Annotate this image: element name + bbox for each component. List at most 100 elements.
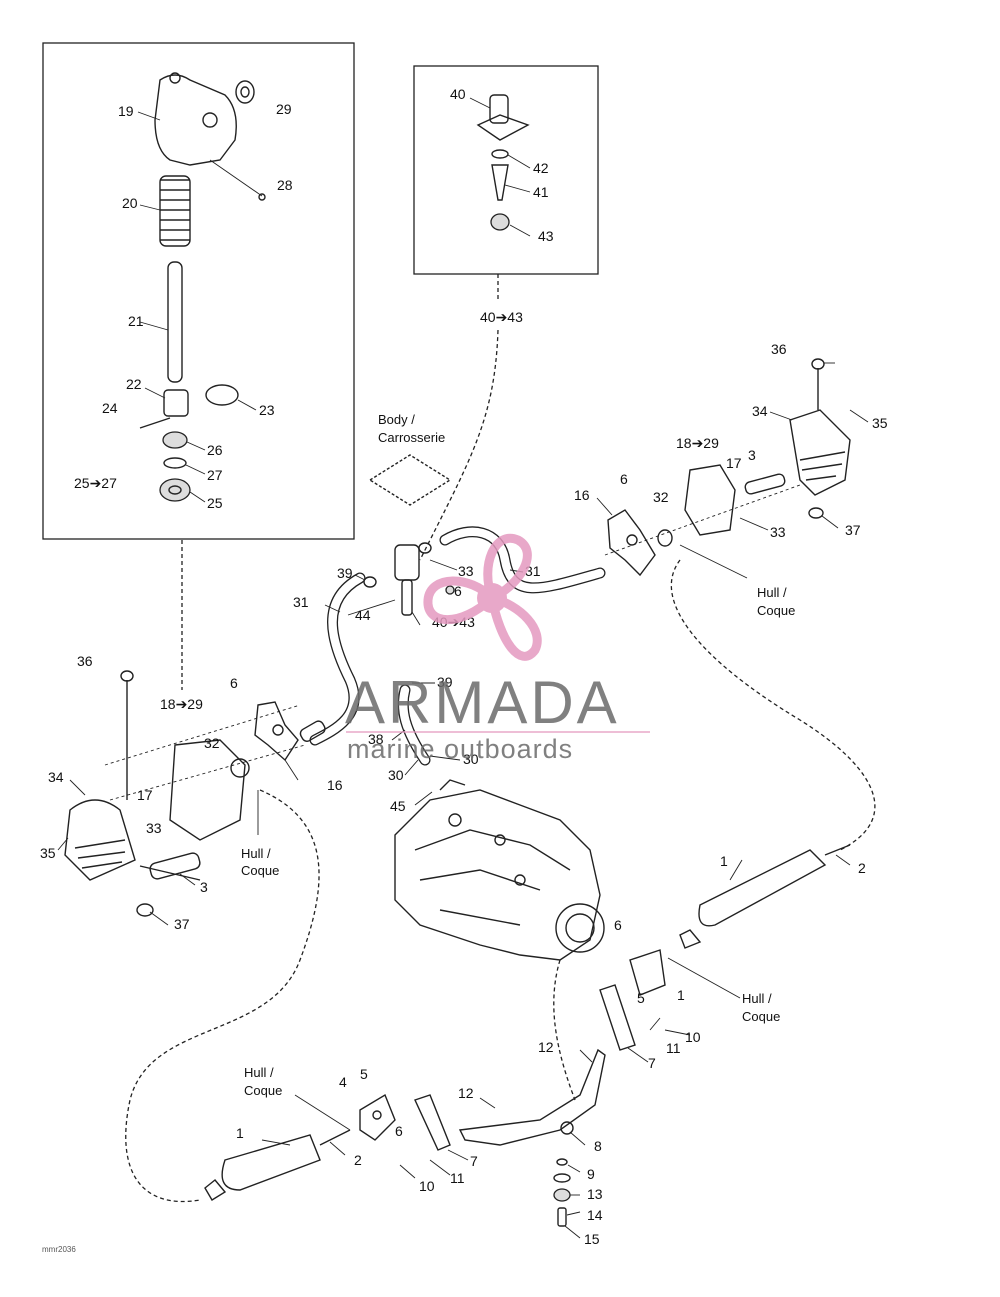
- callout-2-right: 2: [858, 860, 866, 876]
- hull-label-right-en: Hull /: [757, 585, 787, 600]
- screw-28: [209, 159, 266, 201]
- callout-2-lower: 2: [354, 1152, 362, 1168]
- callout-7-right: 7: [648, 1055, 656, 1071]
- propeller-logo-icon: [423, 533, 542, 661]
- callout-35-right: 35: [872, 415, 888, 431]
- callout-1-right: 1: [720, 853, 728, 869]
- callout-27: 27: [207, 467, 223, 483]
- o-ring-23: [205, 384, 239, 406]
- callout-24: 24: [102, 400, 118, 416]
- callout-17-right: 17: [726, 455, 742, 471]
- callout-39-lower: 39: [437, 674, 453, 690]
- steering-arm-left: [64, 670, 326, 917]
- callout-23: 23: [259, 402, 275, 418]
- shift-housing-19: [154, 72, 237, 166]
- callout-25-27: 25➔27: [74, 475, 117, 491]
- callout-14: 14: [587, 1207, 603, 1223]
- steering-arm-right: [604, 358, 851, 577]
- seal-43: [490, 213, 510, 231]
- callout-1-mid: 1: [677, 987, 685, 1003]
- callout-37-right: 37: [845, 522, 861, 538]
- callout-18-29-right: 18➔29: [676, 435, 719, 451]
- callout-25: 25: [207, 495, 223, 511]
- callout-9: 9: [587, 1166, 595, 1182]
- callout-8: 8: [594, 1138, 602, 1154]
- callout-16-right: 16: [574, 487, 590, 503]
- callout-39-top: 39: [337, 565, 353, 581]
- callout-7-lower: 7: [470, 1153, 478, 1169]
- callout-45: 45: [390, 798, 406, 814]
- cable-bracket-4: [359, 1093, 396, 1141]
- pin-24: [139, 417, 171, 429]
- callout-5-lower: 5: [360, 1066, 368, 1082]
- callout-1-lower: 1: [236, 1125, 244, 1141]
- callout-33-right: 33: [770, 524, 786, 540]
- callout-3-left: 3: [200, 879, 208, 895]
- watermark-brand: ARMADA: [345, 669, 620, 736]
- spring-20: [159, 175, 191, 247]
- callout-12-right: 12: [538, 1039, 554, 1055]
- leader-lines: [57, 97, 869, 1239]
- body-label-en: Body /: [378, 412, 415, 427]
- needle-41: [491, 164, 509, 201]
- callout-33-center: 33: [458, 563, 474, 579]
- seal-25: [159, 478, 191, 502]
- callout-10-right: 10: [685, 1029, 701, 1045]
- cable-bracket-right: [599, 949, 666, 1051]
- valve-40: [476, 94, 530, 141]
- callout-36-left: 36: [77, 653, 93, 669]
- callout-6-lower-right: 6: [614, 917, 622, 933]
- shift-cable-center: [553, 959, 576, 1101]
- callout-17-left: 17: [137, 787, 153, 803]
- callout-26: 26: [207, 442, 223, 458]
- callout-29: 29: [276, 101, 292, 117]
- callout-36-right: 36: [771, 341, 787, 357]
- lever-7-left: [414, 1094, 451, 1151]
- callout-44: 44: [355, 607, 371, 623]
- box-connector-top: [419, 274, 499, 561]
- stack-9-15: [553, 1158, 571, 1227]
- callout-5-right: 5: [637, 990, 645, 1006]
- hose-31-right: [439, 526, 606, 594]
- callout-34-right: 34: [752, 403, 768, 419]
- callout-31-left: 31: [293, 594, 309, 610]
- hose-38: [397, 684, 431, 766]
- o-ring-27: [163, 457, 187, 469]
- callout-12-lower: 12: [458, 1085, 474, 1101]
- shaft-21: [167, 261, 183, 383]
- hull-label-lower-right-en: Hull /: [742, 991, 772, 1006]
- hull-label-bottom-en: Hull /: [244, 1065, 274, 1080]
- shift-lever-8: [458, 1048, 606, 1146]
- callout-16-left: 16: [327, 777, 343, 793]
- callout-4: 4: [339, 1074, 347, 1090]
- hull-label-left-en: Hull /: [241, 846, 271, 861]
- callout-34-left: 34: [48, 769, 64, 785]
- watermark-tagline: marine outboards: [347, 734, 573, 764]
- cable-1-left: [204, 1129, 351, 1201]
- callout-32-right: 32: [653, 489, 669, 505]
- callout-11-lower: 11: [450, 1170, 465, 1186]
- callout-35-left: 35: [40, 845, 56, 861]
- callout-38: 38: [368, 731, 384, 747]
- callout-28: 28: [277, 177, 293, 193]
- hull-label-lower-right-fr: Coque: [742, 1009, 780, 1024]
- callout-30-left: 30: [388, 767, 404, 783]
- hull-label-bottom-fr: Coque: [244, 1083, 282, 1098]
- armada-watermark: ARMADA marine outboards: [345, 533, 650, 764]
- hull-label-right-fr: Coque: [757, 603, 795, 618]
- washer-26: [162, 431, 188, 449]
- callout-15: 15: [584, 1231, 600, 1247]
- callout-40-43-top: 40➔43: [480, 309, 523, 325]
- callout-43: 43: [538, 228, 554, 244]
- callout-20: 20: [122, 195, 138, 211]
- callout-10-lower: 10: [419, 1178, 435, 1194]
- callout-22: 22: [126, 376, 142, 392]
- callout-41: 41: [533, 184, 549, 200]
- callout-32-left: 32: [204, 735, 220, 751]
- body-label-fr: Carrosserie: [378, 430, 445, 445]
- callout-6-right: 6: [620, 471, 628, 487]
- callout-6-lower: 6: [395, 1123, 403, 1139]
- callout-30-right: 30: [463, 751, 479, 767]
